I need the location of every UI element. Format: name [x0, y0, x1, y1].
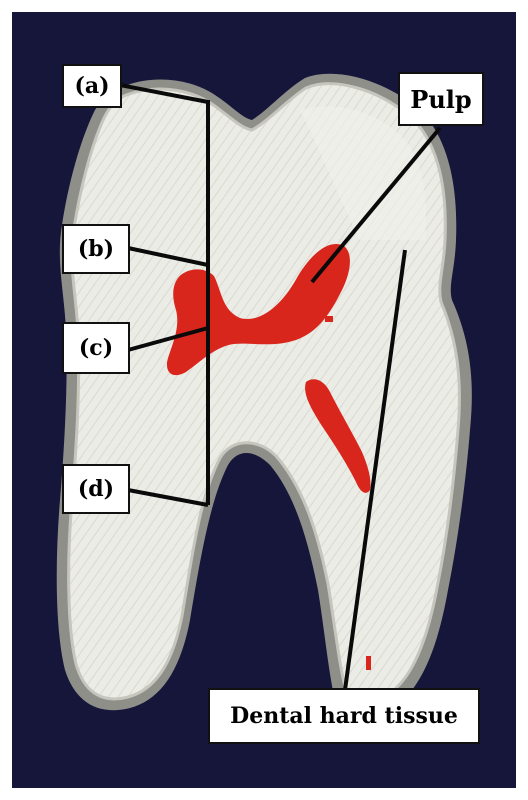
pulp-speck	[172, 360, 178, 368]
pulp-speck	[325, 316, 333, 322]
label-b: (b)	[62, 224, 130, 274]
label-c: (c)	[62, 322, 130, 374]
label-dental-hard-tissue: Dental hard tissue	[208, 688, 480, 744]
label-pulp: Pulp	[398, 72, 484, 126]
label-a: (a)	[62, 64, 122, 108]
label-d: (d)	[62, 464, 130, 514]
root-tip-mark	[366, 656, 371, 670]
